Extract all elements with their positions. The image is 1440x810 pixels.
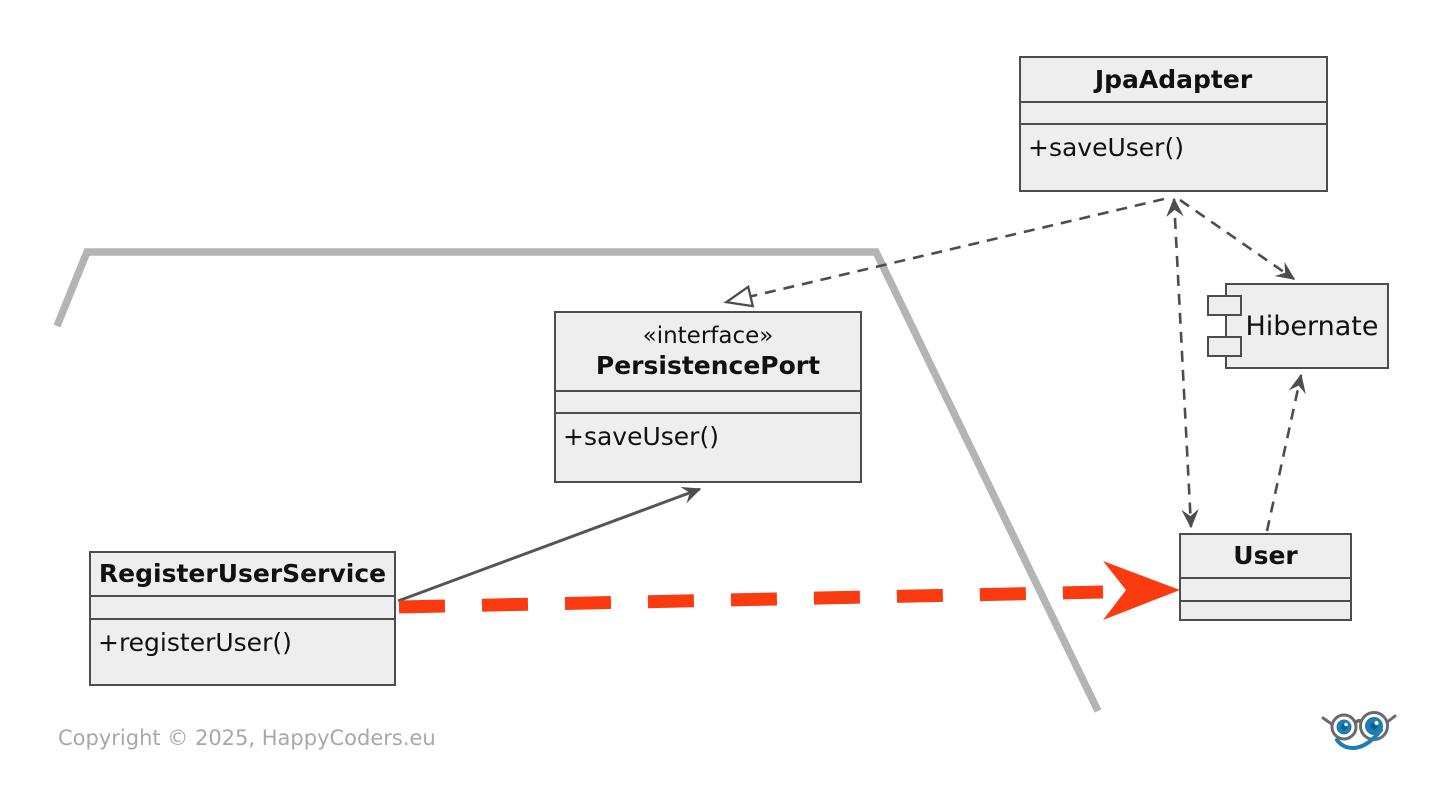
interface-persistenceport: «interface» PersistencePort +saveUser() — [554, 311, 862, 483]
component-hibernate: Hibernate — [1225, 283, 1389, 369]
class-name: PersistencePort — [595, 351, 821, 381]
component-icon — [1207, 295, 1242, 316]
methods-compartment — [1181, 600, 1350, 619]
edge-registeruserservice-persistenceport — [397, 486, 702, 603]
method-label: +saveUser() — [1021, 123, 1326, 162]
edge-user-hibernate — [1265, 373, 1306, 532]
attributes-compartment — [1021, 101, 1326, 123]
class-user: User — [1179, 533, 1352, 621]
hexagon-boundary-line — [53, 248, 1102, 713]
edge-jpaadapter-user — [1166, 197, 1199, 529]
component-icon — [1207, 336, 1242, 357]
happycoders-logo-icon — [1321, 711, 1397, 750]
attributes-compartment — [556, 390, 860, 412]
method-label: +saveUser() — [556, 412, 860, 451]
attributes-compartment — [91, 595, 394, 618]
component-name: Hibernate — [1245, 310, 1379, 342]
stereotype-label: «interface» — [642, 322, 774, 349]
flow-arrowhead — [1103, 561, 1180, 620]
copyright-text: Copyright © 2025, HappyCoders.eu — [58, 726, 436, 750]
method-label: +registerUser() — [91, 618, 394, 657]
attributes-compartment — [1181, 577, 1350, 600]
class-name: JpaAdapter — [1094, 64, 1253, 94]
flow-arrow-red — [398, 561, 1180, 620]
class-jpaadapter: JpaAdapter +saveUser() — [1019, 56, 1328, 192]
class-registeruserservice: RegisterUserService +registerUser() — [89, 551, 396, 686]
class-name: RegisterUserService — [98, 559, 387, 589]
class-name: User — [1233, 541, 1298, 571]
edge-jpaadapter-hibernate — [1179, 198, 1296, 281]
